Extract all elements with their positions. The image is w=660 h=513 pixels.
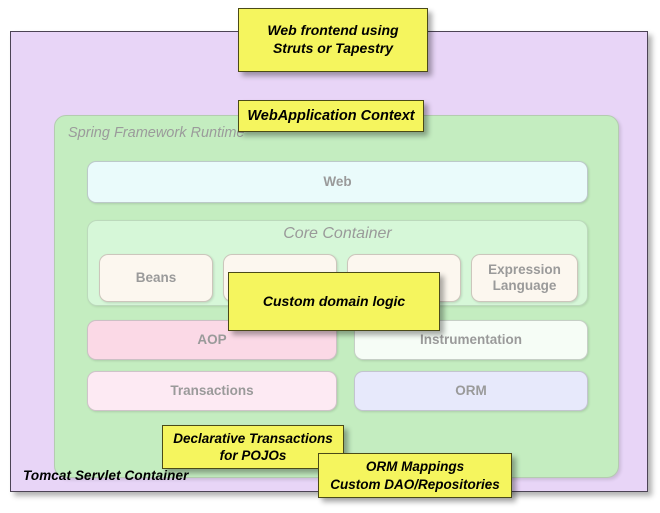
callout-web-frontend[interactable]: Web frontend using Struts or Tapestry [238, 8, 428, 72]
module-beans[interactable]: Beans [99, 254, 213, 302]
spring-framework-runtime-label: Spring Framework Runtime [68, 125, 245, 141]
callout-declarative-transactions[interactable]: Declarative Transactions for POJOs [162, 425, 344, 469]
core-container-label: Core Container [283, 225, 392, 242]
callout-webapplication-context[interactable]: WebApplication Context [238, 100, 424, 132]
module-transactions[interactable]: Transactions [87, 371, 337, 411]
module-web[interactable]: Web [87, 161, 588, 203]
callout-orm-mappings[interactable]: ORM Mappings Custom DAO/Repositories [318, 453, 512, 498]
tomcat-servlet-container-label: Tomcat Servlet Container [23, 468, 189, 483]
callout-custom-domain-logic[interactable]: Custom domain logic [228, 272, 440, 331]
module-orm[interactable]: ORM [354, 371, 588, 411]
module-expression-language[interactable]: Expression Language [471, 254, 578, 302]
spring-framework-runtime-panel: Spring Framework Runtime Web Core Contai… [54, 115, 619, 478]
